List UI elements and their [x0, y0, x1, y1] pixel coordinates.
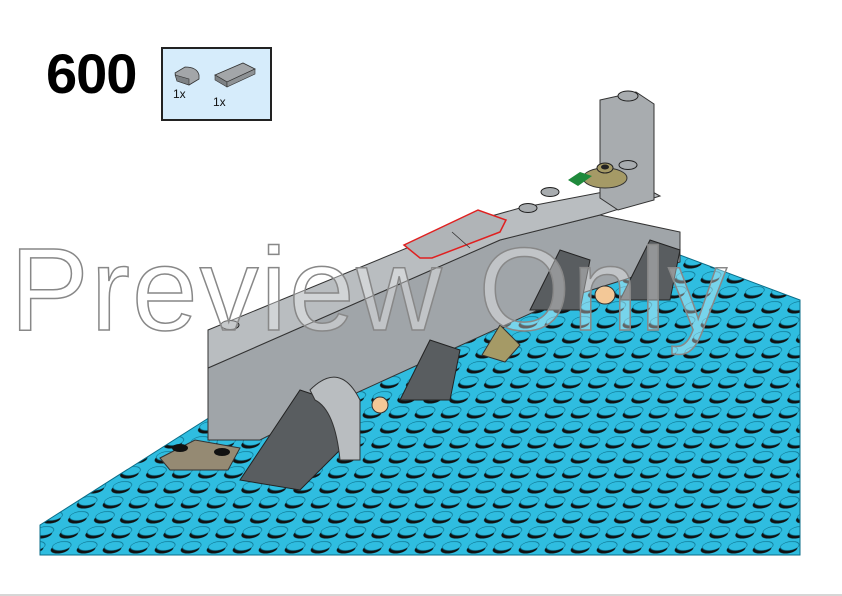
buttress-dark [399, 339, 461, 401]
preview-watermark: Preview Only [9, 223, 730, 357]
quarter-tile-icon [174, 66, 200, 86]
step-number: 600 [46, 42, 137, 105]
tan-plate [159, 439, 241, 471]
buttress-dark [529, 249, 591, 311]
buttress-dark [619, 239, 681, 301]
tower [599, 91, 655, 211]
footer-divider [0, 594, 842, 596]
parts-callout: 1x 1x [161, 47, 272, 121]
tile-1x2-icon [214, 62, 256, 88]
arch [309, 376, 361, 461]
part-quantity: 1x [173, 87, 186, 101]
green-leaf [568, 172, 592, 186]
olive-slope [481, 324, 521, 363]
parts-icons [174, 62, 256, 88]
new-part-highlight [402, 209, 508, 259]
part-quantity: 1x [213, 95, 226, 109]
